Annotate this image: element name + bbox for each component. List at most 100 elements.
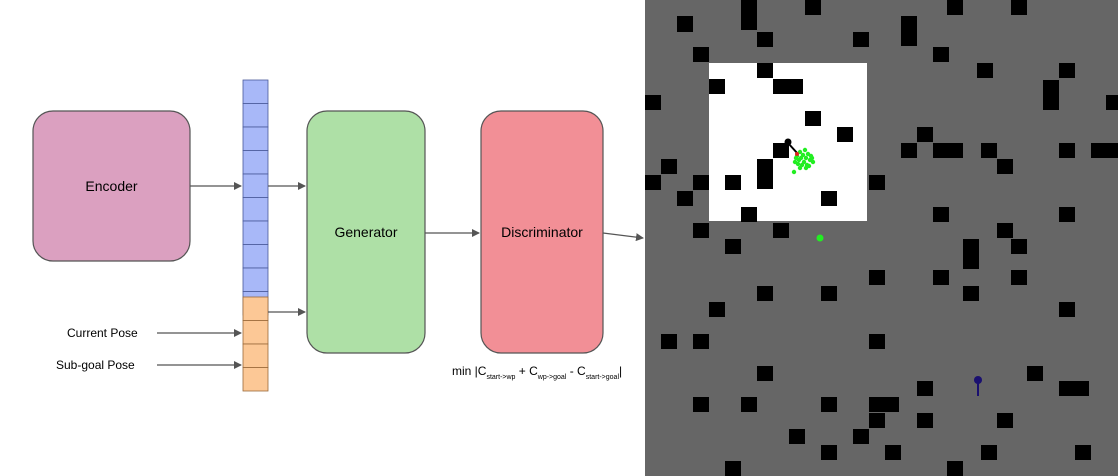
- obstacle-cell: [677, 191, 693, 206]
- pose-cell: [242, 367, 269, 392]
- pose-vector: [242, 296, 269, 392]
- obstacle-cell: [1027, 366, 1043, 381]
- latent-vector: [242, 79, 269, 316]
- obstacle-cell: [1011, 239, 1027, 254]
- obstacle-cell: [725, 175, 741, 190]
- discriminator-box: [480, 110, 604, 354]
- obstacle-cell: [869, 397, 899, 412]
- obstacle-cell: [901, 16, 917, 46]
- obstacle-cell: [757, 286, 773, 301]
- obstacle-cell: [1059, 381, 1089, 396]
- obstacle-cell: [677, 16, 693, 32]
- obstacle-cell: [773, 79, 803, 94]
- formula-sub-wp-goal: wp->goal: [537, 374, 567, 381]
- obstacle-cell: [821, 397, 837, 412]
- occupancy-map: [645, 0, 1118, 476]
- obstacle-cell: [725, 239, 741, 254]
- obstacles: [645, 0, 1118, 476]
- obstacle-cell: [725, 461, 741, 476]
- obstacle-cell: [693, 175, 709, 190]
- formula-mid2: - C: [566, 364, 586, 378]
- obstacle-cell: [693, 397, 709, 412]
- obstacle-cell: [757, 32, 773, 47]
- sample-point: [797, 149, 803, 155]
- sample-point: [791, 169, 797, 175]
- obstacle-cell: [645, 175, 661, 190]
- obstacle-cell: [757, 63, 773, 78]
- obstacle-cell: [805, 0, 821, 15]
- discriminator-block: Discriminator: [480, 110, 604, 354]
- generator-box: [306, 110, 426, 354]
- obstacle-cell: [821, 286, 837, 301]
- formula-suffix: |: [619, 364, 622, 378]
- goal-sample-point: [816, 234, 824, 242]
- discriminator-label: Discriminator: [501, 224, 583, 240]
- obstacle-cell: [977, 63, 993, 78]
- obstacle-cell: [917, 413, 933, 428]
- obstacle-cell: [757, 159, 773, 189]
- obstacle-cell: [933, 207, 949, 222]
- obstacle-cell: [1059, 207, 1075, 222]
- formula-mid1: + C: [515, 364, 538, 378]
- obstacle-cell: [773, 143, 789, 158]
- pose-cell: [242, 296, 269, 321]
- generator-block: Generator: [306, 110, 426, 354]
- latent-cell: [242, 220, 269, 245]
- obstacle-cell: [997, 413, 1013, 428]
- sample-point: [795, 161, 801, 167]
- obstacle-cell: [947, 461, 963, 476]
- obstacle-cell: [901, 143, 917, 158]
- obstacle-cell: [1011, 270, 1027, 285]
- obstacle-cell: [885, 445, 901, 460]
- latent-cell: [242, 267, 269, 292]
- obstacle-cell: [933, 270, 949, 285]
- obstacle-cell: [947, 0, 963, 15]
- obstacle-cell: [853, 429, 869, 444]
- obstacle-cell: [709, 79, 725, 94]
- obstacle-cell: [741, 397, 757, 412]
- obstacle-cell: [997, 223, 1013, 238]
- obstacle-cell: [917, 381, 933, 396]
- sample-point: [798, 155, 804, 161]
- sample-point: [803, 155, 809, 161]
- robot-marker: [784, 138, 792, 146]
- sample-point: [810, 159, 816, 165]
- obstacle-cell: [709, 302, 725, 317]
- obstacle-cell: [933, 47, 949, 62]
- formula-prefix: min |C: [452, 364, 487, 378]
- obstacle-cell: [853, 32, 869, 47]
- latent-cell: [242, 103, 269, 128]
- latent-cell: [242, 197, 269, 222]
- obstacle-cell: [997, 159, 1013, 174]
- obstacle-cell: [981, 143, 997, 158]
- robot-path: [784, 138, 799, 156]
- obstacle-cell: [789, 429, 805, 444]
- arrow-discriminator-to-map: [602, 232, 644, 242]
- goal-agent-head: [974, 376, 982, 384]
- latent-cell: [242, 150, 269, 175]
- obstacle-cell: [645, 95, 661, 110]
- obstacle-cell: [757, 366, 773, 381]
- pose-cell: [242, 343, 269, 368]
- obstacle-cell: [741, 207, 757, 222]
- obstacle-cell: [963, 286, 979, 301]
- obstacle-cell: [963, 239, 979, 269]
- obstacle-cell: [693, 334, 709, 349]
- obstacle-cell: [869, 334, 885, 349]
- encoder-block: Encoder: [32, 110, 191, 262]
- latent-cell: [242, 244, 269, 269]
- obstacle-cell: [917, 127, 933, 142]
- obstacle-cell: [837, 127, 853, 142]
- obstacle-cell: [933, 143, 963, 158]
- obstacle-cell: [1011, 0, 1027, 15]
- sample-point: [802, 147, 808, 153]
- pose-cell: [242, 320, 269, 345]
- obstacle-cell: [869, 175, 885, 190]
- obstacle-cell: [805, 111, 821, 126]
- subgoal-pose-label: Sub-goal Pose: [56, 358, 135, 372]
- robot-target-marker: [795, 152, 799, 156]
- latent-cell: [242, 173, 269, 198]
- obstacle-cell: [1043, 80, 1059, 110]
- sample-point: [803, 165, 809, 171]
